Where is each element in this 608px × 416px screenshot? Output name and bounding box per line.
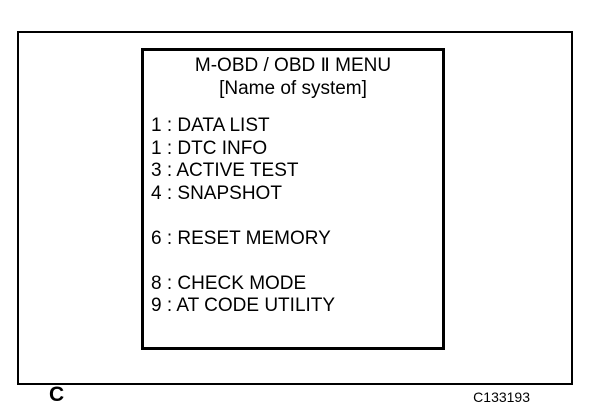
panel-label: C (49, 383, 65, 406)
menu-list: 1 : DATA LIST 1 : DTC INFO 3 : ACTIVE TE… (144, 115, 442, 318)
menu-title: M-OBD / OBD Ⅱ MENU (194, 55, 392, 76)
menu-item-data-list[interactable]: 1 : DATA LIST (151, 115, 270, 136)
menu-item-active-test[interactable]: 3 : ACTIVE TEST (151, 160, 299, 181)
menu-item-reset-memory[interactable]: 6 : RESET MEMORY (151, 227, 331, 249)
screen-title-block: M-OBD / OBD Ⅱ MENU [Name of system] (144, 54, 442, 100)
tester-menu-screen: M-OBD / OBD Ⅱ MENU [Name of system] 1 : … (141, 48, 445, 350)
system-name-placeholder: [Name of system] (219, 78, 367, 99)
menu-item-snapshot[interactable]: 4 : SNAPSHOT (151, 182, 282, 204)
figure-code: C133193 (473, 389, 530, 405)
menu-item-check-mode[interactable]: 8 : CHECK MODE (151, 272, 307, 294)
menu-item-at-code-utility[interactable]: 9 : AT CODE UTILITY (151, 295, 336, 316)
menu-item-dtc-info[interactable]: 1 : DTC INFO (151, 137, 268, 159)
